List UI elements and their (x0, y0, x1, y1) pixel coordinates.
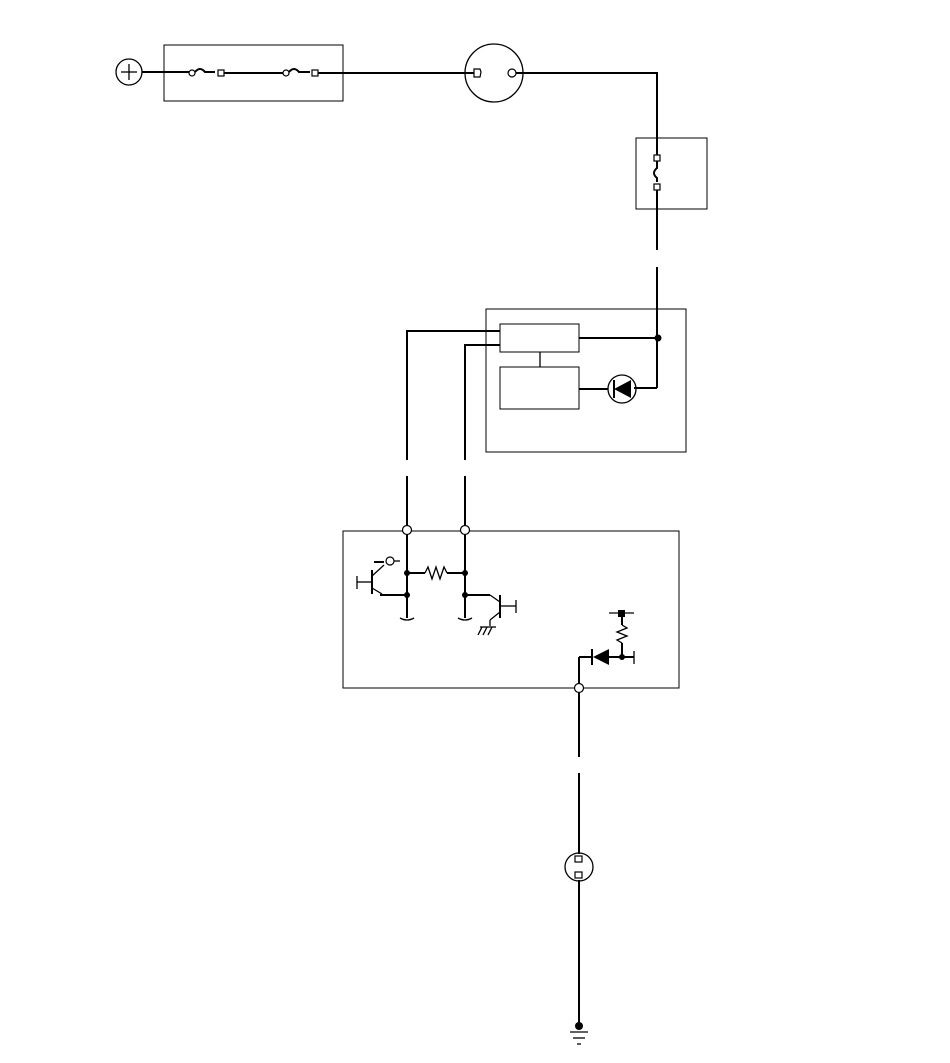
control-module (406, 308, 687, 460)
transistor-icon (356, 556, 407, 596)
module-lower-block (499, 366, 580, 410)
lamp-socket-icon (564, 852, 594, 882)
module-upper-block (499, 323, 580, 353)
fuse-icon (653, 154, 661, 191)
battery-positive-icon (115, 58, 143, 86)
resistor-icon (407, 564, 465, 582)
terminal-left (401, 524, 413, 536)
fuse-box (163, 44, 344, 102)
ground-icon (477, 626, 496, 636)
transistor-unit (342, 524, 680, 694)
ground-icon (570, 1022, 588, 1045)
fuse-single (635, 137, 708, 210)
fuse-icon (282, 68, 319, 77)
terminal-right (459, 524, 471, 536)
transistor-icon (465, 594, 517, 626)
diode-icon (578, 649, 635, 683)
fuse-icon (188, 68, 225, 77)
round-connector-icon (464, 43, 524, 103)
wire-connector-fuse (516, 72, 658, 155)
resistor-icon (609, 610, 634, 657)
terminal-bottom (573, 682, 585, 694)
diode-icon (607, 374, 637, 404)
